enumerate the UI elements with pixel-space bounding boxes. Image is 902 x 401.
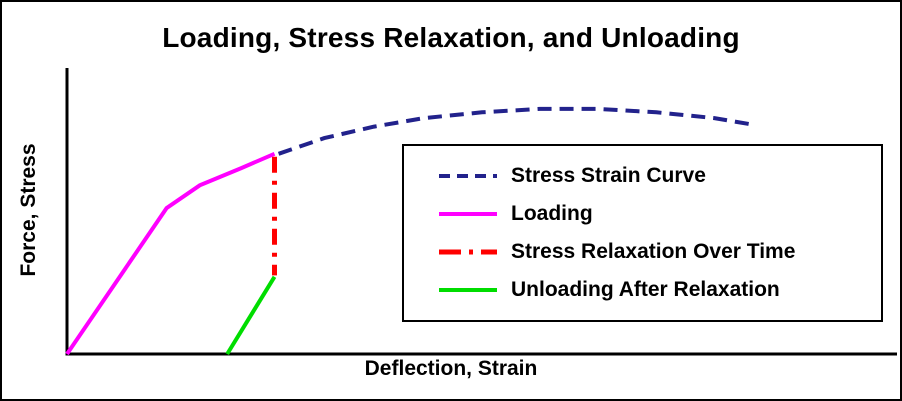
- legend-item-stress-strain-curve: Stress Strain Curve: [437, 164, 873, 188]
- chart-title: Loading, Stress Relaxation, and Unloadin…: [162, 22, 740, 53]
- legend-line-sample: [439, 249, 497, 255]
- legend-item-stress-relaxation: Stress Relaxation Over Time: [437, 240, 873, 264]
- legend-line-sample: [439, 288, 497, 292]
- legend-label: Unloading After Relaxation: [511, 278, 780, 301]
- legend-label: Loading: [511, 202, 593, 225]
- legend: Stress Strain Curve Loading Stress Relax…: [402, 144, 883, 322]
- legend-line-sample: [439, 174, 497, 178]
- legend-item-loading: Loading: [437, 202, 873, 226]
- legend-label: Stress Relaxation Over Time: [511, 240, 796, 263]
- legend-item-unloading: Unloading After Relaxation: [437, 278, 873, 302]
- y-axis-label: Force, Stress: [17, 143, 40, 277]
- x-axis-label: Deflection, Strain: [364, 357, 538, 380]
- legend-line-sample: [439, 212, 497, 216]
- legend-label: Stress Strain Curve: [511, 164, 706, 187]
